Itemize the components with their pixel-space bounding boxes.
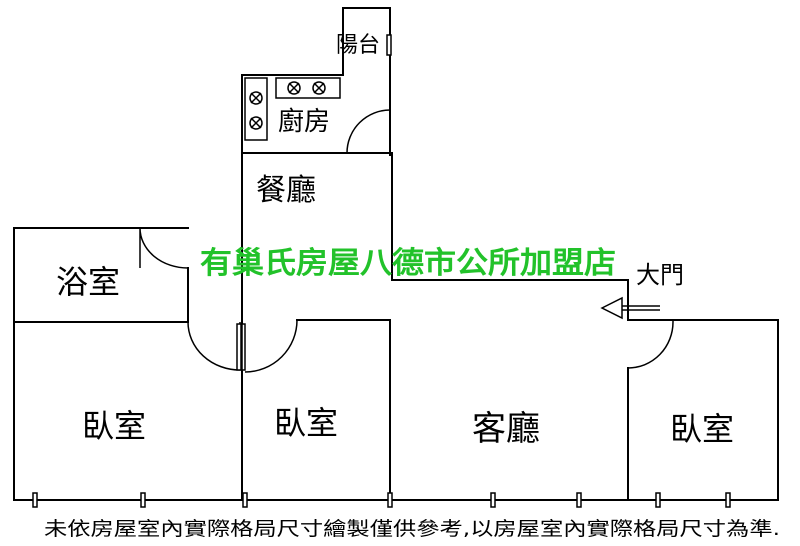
balcony-label: 陽台 <box>336 33 380 58</box>
entrance-door <box>627 320 674 369</box>
kitchen-label: 廚房 <box>278 107 330 137</box>
window-mark <box>387 492 393 508</box>
bedroom-middle-label: 臥室 <box>274 404 338 442</box>
bathroom-door <box>139 227 189 269</box>
bedroom-right-label: 臥室 <box>670 410 734 448</box>
balcony-wall <box>342 7 391 156</box>
window-mark <box>655 492 661 508</box>
burner <box>249 91 263 105</box>
bedroom-left-label: 臥室 <box>82 407 146 445</box>
stove-top-vertical <box>244 77 268 141</box>
window-mark <box>242 492 248 508</box>
door-frame <box>236 323 242 371</box>
window-mark <box>576 492 582 508</box>
left-bedroom-door <box>187 321 241 371</box>
middle-bedroom-door <box>244 319 298 373</box>
burner <box>312 81 326 95</box>
burner <box>287 81 301 95</box>
living-label: 客廳 <box>472 409 540 449</box>
stove-top-horizontal <box>275 77 341 99</box>
balcony-door-frame <box>386 34 392 56</box>
burner <box>249 116 263 130</box>
agency-watermark: 有巢氏房屋八德市公所加盟店 <box>200 246 616 281</box>
burner-cross <box>250 82 325 129</box>
dining-label: 餐廳 <box>256 173 316 208</box>
window-mark <box>32 492 38 508</box>
disclaimer-note: 未依房屋室內實際格局尺寸繪製僅供參考,以房屋室內實際格局尺寸為準. <box>44 518 780 540</box>
window-mark <box>490 492 496 508</box>
door-frame <box>241 323 246 371</box>
kitchen-balcony-door <box>346 109 391 154</box>
bathroom-label: 浴室 <box>56 263 120 301</box>
entrance-arrow-icon <box>600 296 660 320</box>
window-mark <box>725 492 731 508</box>
entrance-label: 大門 <box>636 261 684 289</box>
window-mark <box>140 492 146 508</box>
